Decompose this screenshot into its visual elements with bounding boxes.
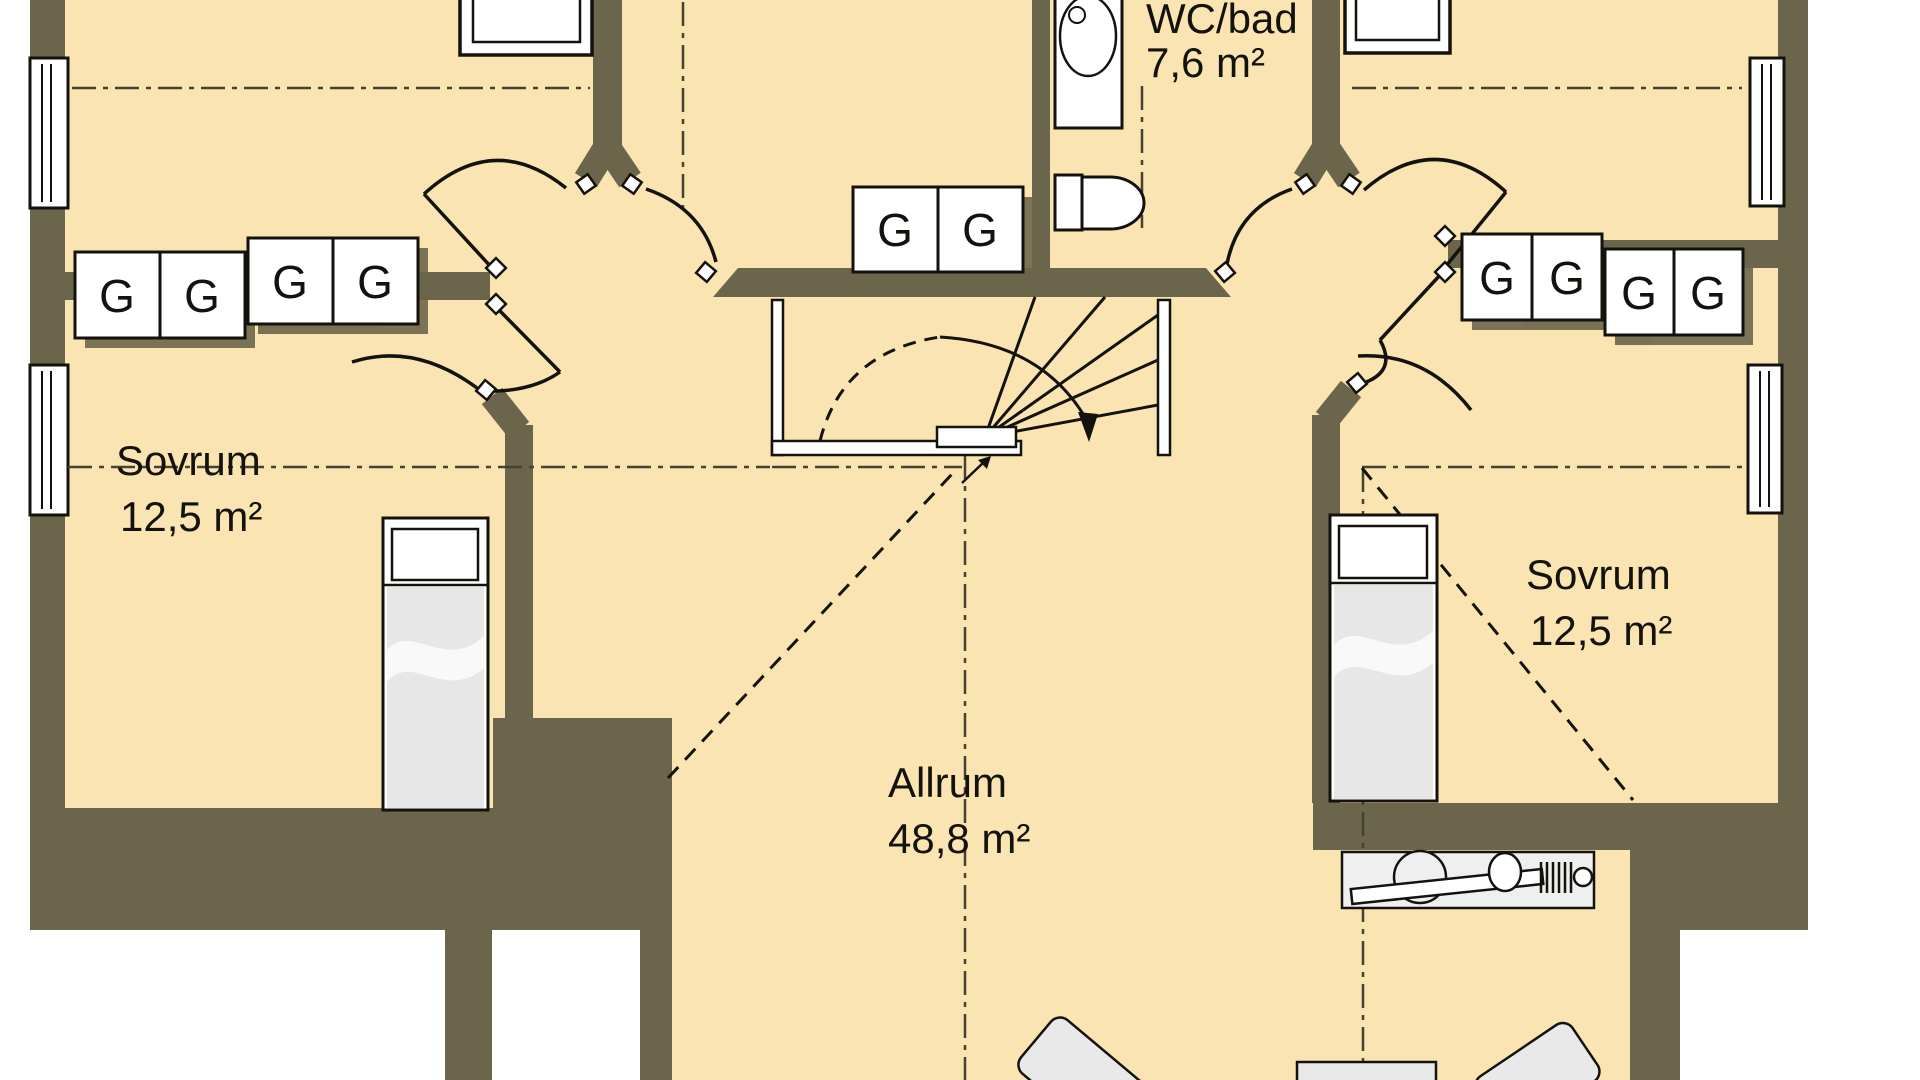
door-swings bbox=[351, 157, 1508, 412]
window-top-left-room bbox=[458, 0, 594, 57]
wall-allrum-lower-west bbox=[640, 930, 672, 1080]
bottom-edge-furniture bbox=[1017, 1016, 1601, 1080]
staircase bbox=[770, 296, 1172, 484]
media-bench bbox=[1340, 849, 1596, 910]
bench-knob-large bbox=[1487, 851, 1523, 893]
window-right-upper bbox=[1748, 56, 1786, 208]
wardrobe-label: G bbox=[357, 256, 393, 308]
room-label-sovrum-right-area: 12,5 m² bbox=[1530, 607, 1673, 654]
wall-allrum-lower-east bbox=[1630, 930, 1680, 1080]
sofa-partial bbox=[1295, 1060, 1438, 1080]
wardrobe-label: G bbox=[99, 270, 135, 322]
wall-right-bedroom-south bbox=[1313, 803, 1808, 850]
window-left-lower bbox=[28, 363, 70, 517]
wardrobe-label: G bbox=[1549, 252, 1585, 304]
wardrobe-label: G bbox=[272, 256, 308, 308]
window-top-right-room bbox=[1343, 0, 1452, 55]
wardrobe-labels: G G G G G G G G G G bbox=[99, 204, 1726, 322]
stair-rail-left bbox=[770, 298, 785, 457]
bed-right-bedroom bbox=[1328, 513, 1439, 803]
door-arc-right-bedroom-a bbox=[1360, 339, 1388, 386]
door-leaf-left-bedroom bbox=[497, 308, 562, 374]
floor-area bbox=[30, 0, 1808, 1080]
door-leaf-top-left bbox=[422, 192, 494, 270]
room-label-allrum-name: Allrum bbox=[888, 759, 1008, 806]
bench-grille bbox=[1539, 862, 1573, 893]
door-arc-top-right-room bbox=[1362, 157, 1508, 194]
wall-exterior-bottom-left bbox=[30, 808, 672, 930]
room-label-sovrum-left-area: 12,5 m² bbox=[120, 493, 263, 540]
stair-up-tick bbox=[961, 460, 986, 484]
door-leaf-right-bedroom bbox=[1378, 272, 1443, 342]
wardrobe-label: G bbox=[962, 204, 998, 256]
dashed-diagonals bbox=[666, 467, 1635, 801]
stair-direction-arrowhead bbox=[1078, 412, 1098, 442]
stair-up-tick-head bbox=[978, 456, 991, 469]
room-label-sovrum-left-name: Sovrum bbox=[116, 437, 261, 484]
room-label-allrum-area: 48,8 m² bbox=[888, 815, 1031, 862]
wardrobe-label: G bbox=[184, 270, 220, 322]
wardrobe-label: G bbox=[877, 204, 913, 256]
toilet bbox=[1053, 173, 1146, 232]
bed-left-bedroom bbox=[381, 516, 490, 812]
room-label-sovrum-right-name: Sovrum bbox=[1526, 551, 1671, 598]
door-arc-hall-west bbox=[645, 187, 718, 263]
wall-angled-door-arms bbox=[481, 138, 1362, 439]
room-label-wc-bad-area: 7,6 m² bbox=[1146, 39, 1266, 86]
wall-hall-west bbox=[593, 0, 622, 150]
diagonal-right-bedroom bbox=[1360, 467, 1635, 801]
door-jambs bbox=[474, 172, 1457, 402]
door-arc-wc bbox=[1225, 187, 1293, 265]
sink bbox=[1053, 0, 1124, 130]
lounge-chair-right bbox=[1474, 1021, 1601, 1080]
door-leaf-top-right bbox=[1444, 190, 1508, 268]
wardrobe-label: G bbox=[1690, 267, 1726, 319]
door-arc-left-bedroom-b bbox=[351, 354, 479, 390]
room-label-wc-bad-name: WC/bad bbox=[1146, 0, 1298, 42]
wall-left-bedroom-east bbox=[505, 425, 533, 718]
lounge-chair-left bbox=[1017, 1016, 1147, 1080]
diagonal-allrum-west bbox=[666, 471, 955, 780]
wardrobes: G G G G G G G G G G bbox=[73, 185, 1753, 348]
wall-hall-south-long bbox=[713, 268, 1231, 297]
wall-hall-east bbox=[1312, 0, 1340, 150]
window-left-upper bbox=[28, 56, 70, 210]
bench-knob-small bbox=[1572, 866, 1594, 888]
wall-wc-west bbox=[1032, 0, 1050, 268]
door-arc-top-left-room bbox=[422, 158, 568, 196]
wall-exterior-bottom-right bbox=[1630, 850, 1808, 930]
walls bbox=[30, 0, 1808, 1080]
wardrobe-boxes bbox=[73, 185, 1745, 340]
stair-landing-step bbox=[935, 425, 1018, 449]
doors bbox=[351, 157, 1508, 412]
door-arc-right-bedroom-b bbox=[1357, 354, 1473, 412]
wc-fixtures bbox=[1053, 0, 1146, 232]
stair-direction-arc bbox=[939, 335, 1092, 427]
wardrobe-label: G bbox=[1621, 267, 1657, 319]
window-right-lower bbox=[1746, 363, 1784, 515]
wall-stub-lower-left bbox=[445, 930, 492, 1080]
wall-block-southeast-of-left-bedroom bbox=[493, 718, 672, 808]
stair-rail-right bbox=[1156, 298, 1172, 457]
windows bbox=[28, 0, 1786, 517]
wardrobe-label: G bbox=[1479, 252, 1515, 304]
